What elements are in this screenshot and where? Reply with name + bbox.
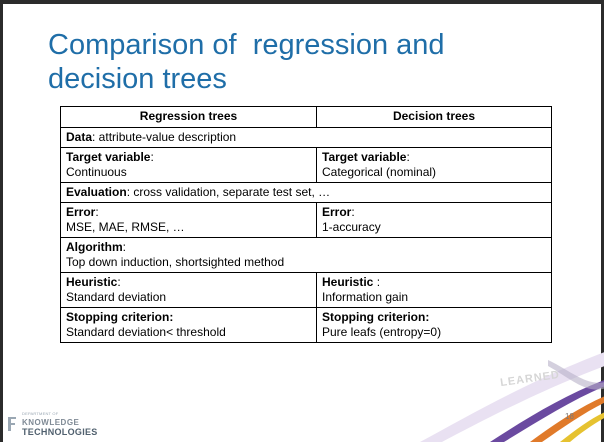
header-decision-trees: Decision trees <box>316 106 552 128</box>
table-row-target-variable: Target variable: Continuous Target variab… <box>60 147 552 183</box>
table-row-evaluation: Evaluation: cross validation, separate t… <box>60 182 552 203</box>
algorithm-cell: Algorithm:Top down induction, shortsight… <box>60 237 552 273</box>
error-sep: : <box>351 205 355 219</box>
slide-frame-top <box>0 0 604 4</box>
comparison-table: Regression trees Decision trees Data: at… <box>60 106 552 343</box>
algorithm-value: Top down induction, shortsighted method <box>66 255 285 269</box>
heuristic-regression-cell: Heuristic:Standard deviation <box>60 272 317 308</box>
target-variable-sep: : <box>150 150 154 164</box>
stopping-criterion-label: Stopping criterion: <box>66 310 174 324</box>
heuristic-sep: : <box>373 275 381 289</box>
stopping-regression-value: Standard deviation< threshold <box>66 325 226 339</box>
data-label: Data <box>66 130 93 144</box>
heuristic-label: Heuristic <box>66 275 118 289</box>
error-regression-value: MSE, MAE, RMSE, … <box>66 220 185 234</box>
error-decision-cell: Error:1-accuracy <box>316 202 552 238</box>
algorithm-label: Algorithm <box>66 240 123 254</box>
target-variable-label: Target variable <box>66 150 151 164</box>
stopping-decision-cell: Stopping criterion:Pure leafs (entropy=0… <box>316 307 552 343</box>
error-label: Error <box>66 205 96 219</box>
heuristic-sep: : <box>117 275 121 289</box>
target-variable-sep: : <box>406 150 410 164</box>
heuristic-decision-value: Information gain <box>322 290 409 304</box>
table-row-stopping-criterion: Stopping criterion:Standard deviation< t… <box>60 307 552 343</box>
logo-line-2: TECHNOLOGIES <box>22 427 98 437</box>
target-variable-regression-cell: Target variable: Continuous <box>60 147 317 183</box>
data-text: : attribute-value description <box>92 130 237 144</box>
slide-frame-left <box>0 0 3 442</box>
page-number: 18 <box>565 412 574 421</box>
target-variable-decision-value: Categorical (nominal) <box>322 165 437 179</box>
heuristic-decision-cell: Heuristic :Information gain <box>316 272 552 308</box>
target-variable-label: Target variable <box>322 150 407 164</box>
decorative-wave-graphic <box>420 352 604 442</box>
stopping-criterion-label: Stopping criterion: <box>322 310 430 324</box>
slide-title-line-1: Comparison of regression and <box>48 29 445 61</box>
target-variable-decision-cell: Target variable:Categorical (nominal) <box>316 147 552 183</box>
error-decision-value: 1-accuracy <box>322 220 381 234</box>
table-row-heuristic: Heuristic:Standard deviation Heuristic :… <box>60 272 552 308</box>
table-row-algorithm: Algorithm:Top down induction, shortsight… <box>60 237 552 273</box>
table-row-data: Data: attribute-value description <box>60 127 552 148</box>
stopping-regression-cell: Stopping criterion:Standard deviation< t… <box>60 307 317 343</box>
error-regression-cell: Error:MSE, MAE, RMSE, … <box>60 202 317 238</box>
evaluation-label: Evaluation <box>66 185 127 199</box>
header-regression-trees: Regression trees <box>60 106 317 128</box>
evaluation-cell: Evaluation: cross validation, separate t… <box>60 182 552 203</box>
heuristic-label: Heuristic <box>322 275 374 289</box>
slide-title: Comparison of regression and decision tr… <box>48 28 568 96</box>
slide-title-line-2: decision trees <box>48 63 227 95</box>
algorithm-sep: : <box>122 240 127 254</box>
table-header-row: Regression trees Decision trees <box>60 106 552 128</box>
evaluation-text: : cross validation, separate test set, … <box>126 185 331 199</box>
logo-line-1: KNOWLEDGE <box>22 418 80 427</box>
logo-mark-icon <box>8 417 16 431</box>
table-row-error: Error:MSE, MAE, RMSE, … Error:1-accuracy <box>60 202 552 238</box>
data-cell: Data: attribute-value description <box>60 127 552 148</box>
target-variable-regression-value: Continuous <box>66 165 127 179</box>
error-label: Error <box>322 205 352 219</box>
department-logo: DEPARTMENT OF KNOWLEDGE TECHNOLOGIES <box>4 409 114 439</box>
logo-small-text: DEPARTMENT OF <box>22 411 59 416</box>
slide-frame-right <box>601 0 604 442</box>
heuristic-regression-value: Standard deviation <box>66 290 167 304</box>
error-sep: : <box>95 205 99 219</box>
stopping-decision-value: Pure leafs (entropy=0) <box>322 325 442 339</box>
